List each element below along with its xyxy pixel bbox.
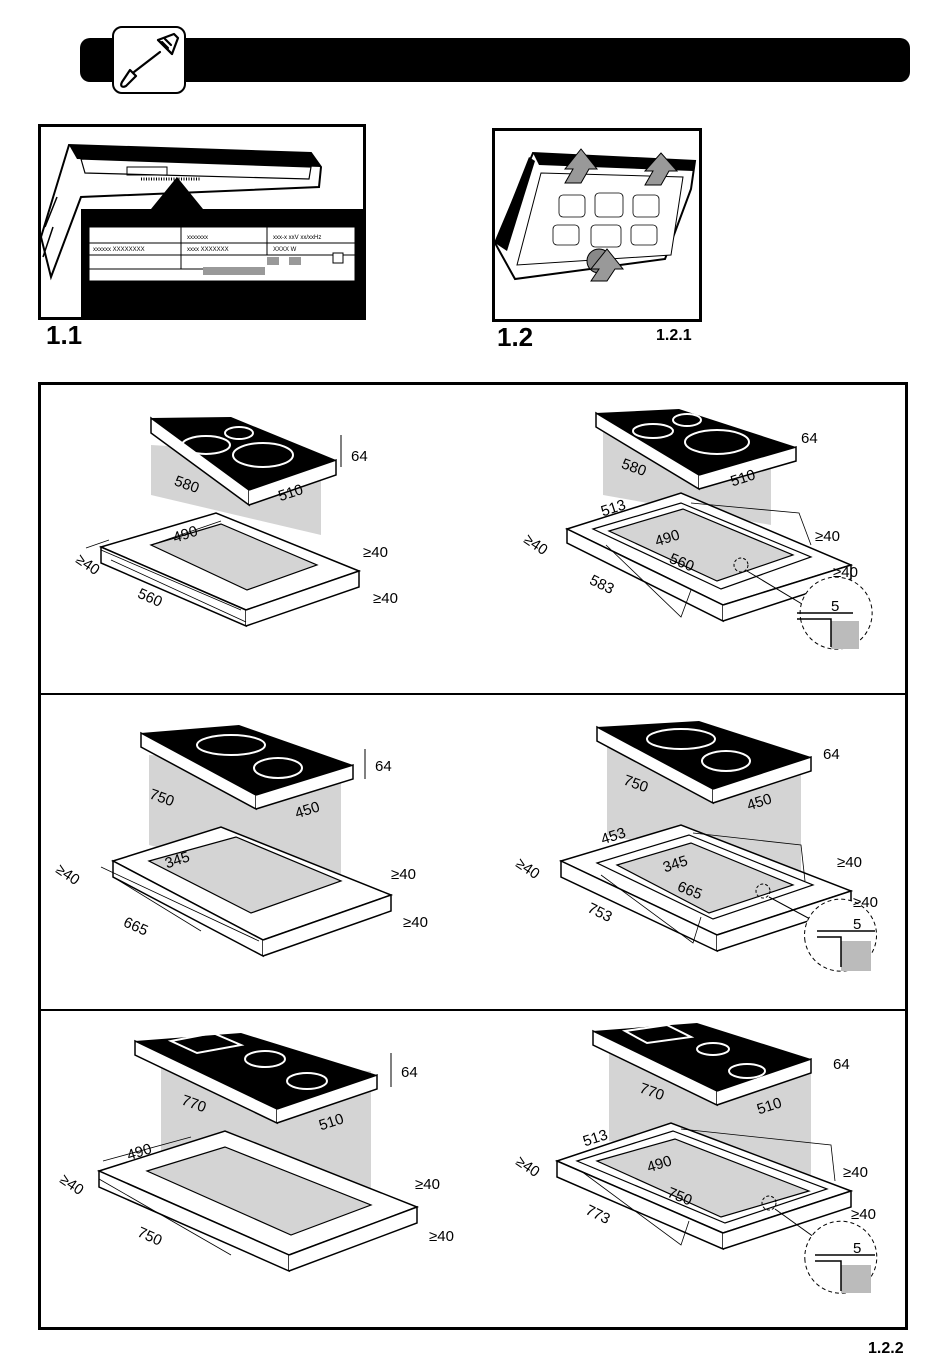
figure-label-1-1: 1.1 xyxy=(46,320,82,351)
dim-frame-detail: 5 xyxy=(853,1240,861,1257)
dim-clearance-rear: ≥40 xyxy=(833,564,858,581)
dim-frame-detail: 5 xyxy=(831,598,839,615)
dim-clearance-front: ≥40 xyxy=(53,861,83,889)
dim-frame-depth: 773 xyxy=(583,1202,613,1228)
dim-frame-depth: 583 xyxy=(587,572,617,598)
dim-clearance-rear: ≥40 xyxy=(373,590,398,607)
row-3-diagrams: 64 770 510 490 750 ≥40 ≥40 ≥40 xyxy=(41,1011,905,1327)
dim-clearance-side: ≥40 xyxy=(391,866,416,883)
plate-model: xxxxxxx xyxy=(187,235,208,241)
dim-clearance-front: ≥40 xyxy=(513,855,543,883)
dim-frame-depth: 753 xyxy=(585,900,615,926)
row-1-left-diagram: 64 580 510 490 560 ≥40 ≥40 ≥40 xyxy=(73,417,398,626)
plate-code: xxxxxx XXXXXXXX xyxy=(93,247,145,253)
dim-clearance-rear: ≥40 xyxy=(403,914,428,931)
dim-height: 64 xyxy=(801,430,818,447)
plate-serial: xxxx XXXXXXX xyxy=(187,247,229,253)
row-2-diagrams: 64 750 450 345 665 ≥40 ≥40 ≥40 xyxy=(41,695,905,1009)
row-1-diagrams: 64 580 510 490 560 ≥40 ≥40 ≥40 xyxy=(41,385,905,693)
dim-frame-detail: 5 xyxy=(853,916,861,933)
dim-cutout-depth: 665 xyxy=(121,914,151,940)
dim-clearance-side: ≥40 xyxy=(415,1176,440,1193)
dim-clearance-rear: ≥40 xyxy=(851,1206,876,1223)
figure-1-2 xyxy=(492,128,702,322)
row-2-right-diagram: 5 64 750 450 453 345 665 753 ≥40 ≥40 ≥40 xyxy=(513,721,878,971)
plate-power: XXXX W xyxy=(273,247,297,253)
figure-1-2-2-panel: 64 580 510 490 560 ≥40 ≥40 ≥40 xyxy=(38,382,908,1330)
dim-clearance-rear: ≥40 xyxy=(429,1228,454,1245)
dim-height: 64 xyxy=(833,1056,850,1073)
row-2-left-diagram: 64 750 450 345 665 ≥40 ≥40 ≥40 xyxy=(53,725,428,956)
dim-clearance-side: ≥40 xyxy=(843,1164,868,1181)
dim-clearance-side: ≥40 xyxy=(363,544,388,561)
row-1-right-diagram: 5 64 580 510 513 490 560 583 ≥40 ≥40 ≥40 xyxy=(521,409,873,649)
dim-clearance-front: ≥40 xyxy=(57,1171,87,1199)
dim-clearance-front: ≥40 xyxy=(521,531,551,559)
dim-height: 64 xyxy=(401,1064,418,1081)
dim-clearance-side: ≥40 xyxy=(837,854,862,871)
dim-clearance-rear: ≥40 xyxy=(853,894,878,911)
section-header-bar xyxy=(80,38,910,82)
screwdriver-icon xyxy=(114,28,184,92)
row-3-left-diagram: 64 770 510 490 750 ≥40 ≥40 ≥40 xyxy=(57,1033,454,1271)
tool-badge xyxy=(112,26,186,94)
hob-underside-illustration xyxy=(495,131,699,319)
rating-plate-illustration: xxxxxxx xxx-x xxV xx/xxHz xxxxxx XXXXXXX… xyxy=(41,127,363,317)
figure-label-1-2-2: 1.2.2 xyxy=(868,1340,904,1358)
plate-voltage: xxx-x xxV xx/xxHz xyxy=(273,235,321,241)
figure-label-1-2-1: 1.2.1 xyxy=(656,327,692,345)
row-3-right-diagram: 5 64 770 510 513 490 750 773 ≥40 ≥40 ≥40 xyxy=(513,1023,877,1293)
dim-clearance-side: ≥40 xyxy=(815,528,840,545)
dim-cutout-depth: 750 xyxy=(135,1224,165,1250)
dim-height: 64 xyxy=(375,758,392,775)
figure-label-1-2: 1.2 xyxy=(497,322,533,353)
dim-height: 64 xyxy=(823,746,840,763)
figure-1-1: xxxxxxx xxx-x xxV xx/xxHz xxxxxx XXXXXXX… xyxy=(38,124,366,320)
dim-clearance-front: ≥40 xyxy=(73,551,103,579)
dim-height: 64 xyxy=(351,448,368,465)
dim-clearance-front: ≥40 xyxy=(513,1153,543,1181)
